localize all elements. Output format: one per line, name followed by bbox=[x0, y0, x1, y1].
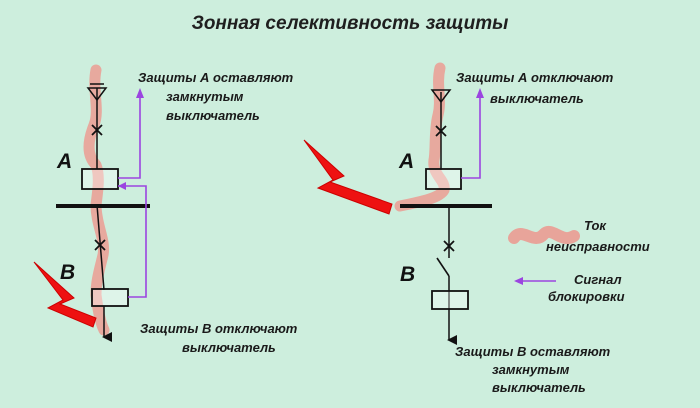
left-scheme: A B Защиты А оставляют замкнутым выключа… bbox=[33, 64, 298, 355]
left-lightning-icon bbox=[33, 261, 97, 328]
left-feeder-line-mid bbox=[96, 204, 105, 291]
right-relay-b-box bbox=[431, 290, 469, 310]
left-relay-b-label: B bbox=[60, 261, 75, 284]
legend: Ток неисправности Сигнал блокировки bbox=[508, 218, 650, 304]
left-blocking-arrow-up bbox=[136, 88, 144, 98]
left-top-caption-line-2: замкнутым bbox=[166, 89, 244, 104]
left-source-symbol bbox=[86, 87, 108, 102]
right-scheme: A B Защиты А отключают выключатель Защит… bbox=[303, 62, 614, 395]
right-fault-current-trace bbox=[394, 62, 450, 212]
right-bottom-caption-line-1: Защиты В оставляют bbox=[455, 344, 611, 359]
right-breaker-b-icon bbox=[443, 240, 455, 252]
left-relay-b-box bbox=[91, 288, 129, 307]
right-lightning-icon bbox=[303, 139, 393, 215]
right-source-symbol bbox=[430, 89, 452, 104]
right-blocking-arrow-up bbox=[476, 88, 484, 98]
legend-blocking-signal-label-2: блокировки bbox=[548, 289, 625, 304]
left-top-caption-line-1: Защиты А оставляют bbox=[138, 70, 294, 85]
left-blocking-signal-up bbox=[118, 96, 141, 179]
left-breaker-b-icon bbox=[94, 239, 106, 251]
right-bottom-caption-line-3: выключатель bbox=[492, 380, 586, 395]
legend-fault-current-label-2: неисправности bbox=[546, 239, 650, 254]
left-bottom-caption-line-1: Защиты В отключают bbox=[140, 321, 298, 336]
right-relay-a-box bbox=[425, 168, 462, 190]
legend-blocking-arrow-icon bbox=[514, 277, 523, 285]
left-breaker-a-icon bbox=[91, 124, 103, 136]
right-blocking-signal-line bbox=[461, 96, 481, 179]
legend-fault-current-swatch bbox=[508, 226, 580, 244]
right-relay-b-label: B bbox=[400, 263, 415, 286]
left-relay-a-label: A bbox=[56, 150, 72, 173]
left-top-caption-line-3: выключатель bbox=[166, 108, 260, 123]
legend-blocking-signal-label-1: Сигнал bbox=[574, 272, 622, 287]
left-blocking-arrow-to-a bbox=[118, 182, 126, 190]
right-breaker-a-icon bbox=[435, 125, 447, 137]
left-bottom-caption-line-2: выключатель bbox=[182, 340, 276, 355]
right-open-switch bbox=[436, 257, 450, 277]
left-relay-a-box bbox=[81, 168, 119, 190]
diagram-title: Зонная селективность защиты bbox=[192, 13, 509, 34]
legend-fault-current-label-1: Ток bbox=[584, 218, 607, 233]
right-top-caption-line-2: выключатель bbox=[490, 91, 584, 106]
right-relay-a-label: A bbox=[398, 150, 414, 173]
left-blocking-signal-line bbox=[118, 185, 147, 298]
right-bottom-caption-line-2: замкнутым bbox=[492, 362, 570, 377]
right-top-caption-line-1: Защиты А отключают bbox=[456, 70, 614, 85]
